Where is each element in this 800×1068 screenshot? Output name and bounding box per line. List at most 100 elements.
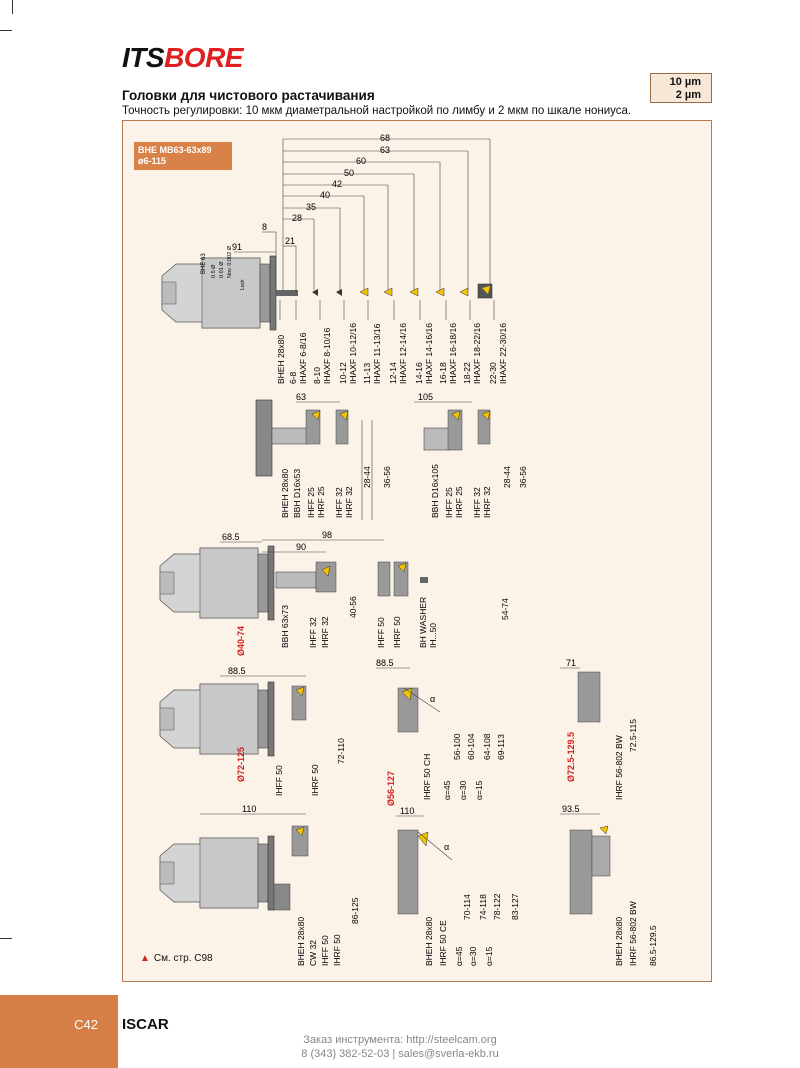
alpha-symbol: α [430,694,435,704]
label: 16-18 [438,362,448,384]
label: BBH D16x53 [292,469,302,518]
order-info: Заказ инструмента: http://steelcam.org 8… [0,1033,800,1061]
dim-88-5-b: 88.5 [376,658,394,668]
label: 28-44 [362,466,372,488]
dim-50: 50 [344,168,354,178]
label: 56-100 [452,733,462,760]
label: 86-125 [350,897,360,924]
dim-63-b: 63 [296,392,306,402]
label: IHRF 50 [332,934,342,966]
label: 54-74 [500,598,510,620]
insert-icon [435,287,445,297]
label: IHRF 25 [454,486,464,518]
insert-icon [359,287,369,297]
alpha-symbol: α [444,842,449,852]
label: BHEH 28x80 [296,917,306,966]
head-lock-text: Lock [240,279,246,290]
dim-28: 28 [292,213,302,223]
label: 18-22 [462,362,472,384]
label: 60-104 [466,733,476,760]
order-contacts[interactable]: 8 (343) 382-52-03 | sales@sverla-ekb.ru [301,1048,499,1060]
label: IHAXF 12-14/16 [398,323,408,384]
dim-68: 68 [380,133,390,143]
section-2: 63 BHEH 28x80 BBH D16x53 IHFF 25 IHRF 25… [255,392,528,520]
label: IHRF 50 [310,764,320,796]
label: IHAXF 18-22/16 [472,323,482,384]
label: IHAXF 10-12/16 [348,323,358,384]
label: 28-44 [502,466,512,488]
footer-brand: ISCAR [122,1016,169,1033]
label: 78-122 [492,893,502,920]
dim-91: 91 [232,242,242,252]
label: 12-14 [388,362,398,384]
dim-98: 98 [322,530,332,540]
insert-icon [336,289,342,296]
label: 72.5-115 [628,719,638,752]
label: IHAXF 11-13/16 [372,323,382,384]
label: IHFF 32 [472,487,482,518]
dim-40: 40 [320,190,330,200]
label: IHFF 25 [444,487,454,518]
label: 36-56 [382,466,392,488]
section-4: 88.5 Ø72-125 IHFF 50 IHRF 50 72-110 α 88… [159,658,638,806]
boring-bar [276,290,298,296]
product-tag-range: ø6-115 [138,156,167,166]
label: IH...50 [428,623,438,648]
label: IHAXF 22-30/16 [498,323,508,384]
label: BH WASHER [418,597,428,648]
label: BBH D16x105 [430,464,440,518]
crop-mark [12,0,13,14]
insert-icon [409,287,419,297]
label: 11-13 [362,363,372,384]
label: BHEH 28x80 [280,469,290,518]
dim-68-5: 68.5 [222,532,240,542]
label: IHRF 50 [392,616,402,648]
label: IHAXF 6-8/16 [298,332,308,384]
label: 69-113 [496,734,506,760]
head-scale-1: 0.5 Ø [211,264,217,278]
label: BHEH 28x80 [614,917,624,966]
dim-110-b: 110 [400,806,414,816]
label-lines [279,300,495,320]
label: CW 32 [308,940,318,966]
head-model-text: BHE 63 [201,253,207,274]
accuracy-value-1: 10 µm [669,76,701,88]
product-tag-model: BHE MB63-63x89 [138,145,212,155]
label: IHFF 50 [376,617,386,648]
label: 10-12 [338,362,348,384]
dim-42: 42 [332,179,342,189]
see-page-note[interactable]: ▲См. стр. C98 [140,953,213,964]
label: IHRF 50 CE [438,920,448,966]
label: 22-30 [488,362,498,384]
page-title: Головки для чистового растачивания [122,88,375,103]
label: 86.5-129.5 [648,925,658,966]
head-scale-2: 0.01 Ø [219,261,225,278]
label: α=15 [474,780,484,800]
section-1-labels: BHEH 28x80 6-8 IHAXF 6-8/16 8-10 IHAXF 8… [276,323,508,384]
label: α=15 [484,946,494,966]
label: IHRF 25 [316,486,326,518]
dim-93-5: 93.5 [562,804,580,814]
dim-21: 21 [285,236,295,246]
label: 6-8 [288,371,298,384]
dimension-lines [234,138,491,295]
label: α=30 [458,780,468,800]
label: IHFF 32 [334,487,344,518]
accuracy-box: 10 µm 2 µm [650,73,712,103]
label: IHFF 50 [274,765,284,796]
crop-mark [0,30,12,31]
section-1: BHE 63 0.5 Ø 0.01 Ø Nov. 0.002 Ø Lock 68… [161,133,508,384]
range-40-74: Ø40-74 [236,626,246,656]
order-link[interactable]: Заказ инструмента: http://steelcam.org [303,1034,497,1046]
footer-accent-bar [0,995,118,1068]
label: IHRF 56-802 BW [614,735,624,800]
label: 74-118 [478,894,488,920]
accuracy-value-2: 2 µm [675,89,701,101]
page-subtitle: Точность регулировки: 10 мкм диаметральн… [122,105,632,117]
logo-bore: BORE [164,42,243,73]
product-tag: BHE MB63-63x89 ø6-115 [134,142,232,170]
label: BBH 63x73 [280,605,290,648]
label: IHFF 32 [308,617,318,648]
label: 72-110 [336,738,346,764]
label: IHFF 25 [306,487,316,518]
